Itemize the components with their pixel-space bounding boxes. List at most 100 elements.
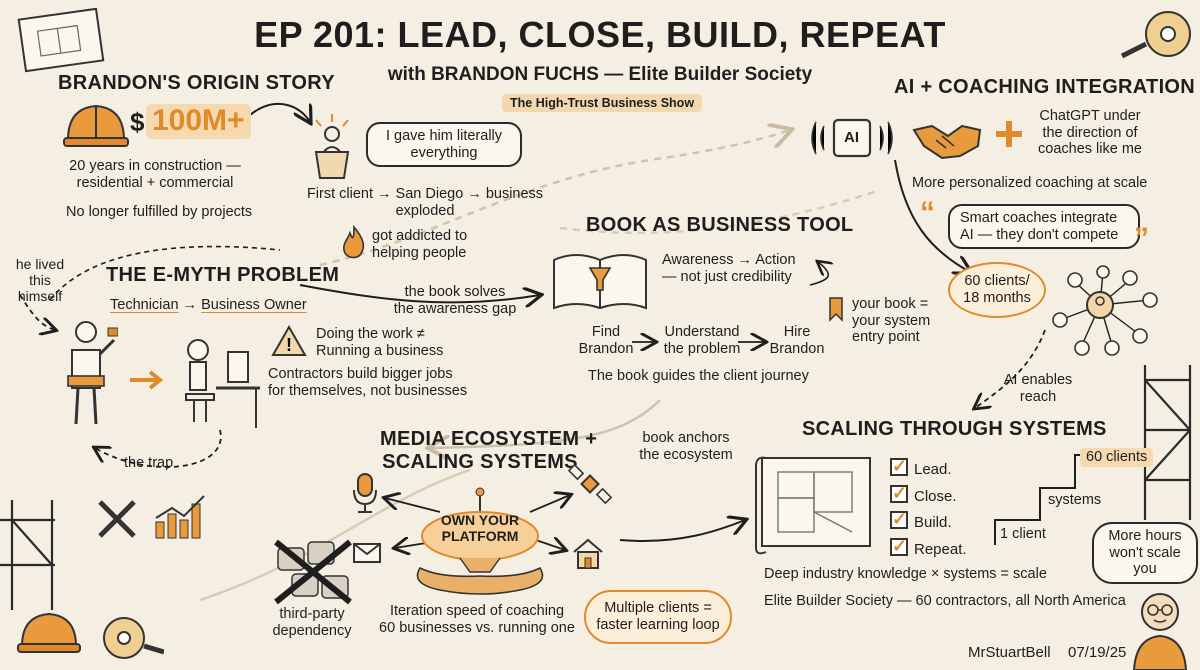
technician-arrow: → [182, 297, 198, 313]
one-client-label: 1 client [1000, 526, 1046, 542]
awareness-line2: — not just credibility [662, 268, 792, 285]
years-line1: 20 years in construction — [69, 158, 241, 174]
transition-arrow-icon [128, 368, 168, 397]
origin-header: BRANDON'S ORIGIN STORY [58, 72, 335, 94]
open-book-funnel-icon [550, 246, 650, 321]
checkbox-icon [890, 534, 908, 558]
anchors-line1: book anchors [642, 430, 730, 446]
close-quote-mark: ” [1134, 222, 1149, 255]
lived-text: he lived this himself [8, 256, 72, 304]
years-line2: residential + commercial [76, 174, 234, 191]
society-text: Elite Builder Society — 60 contractors, … [764, 593, 1126, 609]
enables-line2: reach [1019, 388, 1057, 405]
third-line2: dependency [272, 622, 352, 639]
quote-gave-everything: I gave him literally everything [366, 122, 522, 168]
technician-row: Technician → Business Owner [110, 297, 307, 314]
tape-measure-bottom-icon [94, 612, 165, 667]
platform-island-icon [400, 486, 570, 611]
author-avatar [1128, 582, 1192, 670]
checklist-item-repeat: Repeat. [890, 534, 967, 563]
svg-text:!: ! [286, 335, 292, 355]
crossed-tools-icon [94, 496, 140, 547]
quote-smart-coaches: Smart coaches integrate AI — they don't … [948, 204, 1140, 250]
awareness-line1: Awareness → Action [662, 252, 796, 268]
doing-work-text: Doing the work ≠ Running a business [316, 326, 443, 359]
page-title: EP 201: LEAD, CLOSE, BUILD, REPEAT [254, 14, 946, 55]
ai-header: AI + COACHING INTEGRATION [894, 76, 1196, 98]
clients-line1: 60 clients/ [964, 273, 1030, 290]
lead-close-checklist: Lead. Close. Build. Repeat. [890, 454, 967, 563]
media-header-line1: MEDIA ECOSYSTEM + [380, 428, 598, 450]
clients-oval: 60 clients/18 months [948, 262, 1046, 318]
checklist-item-build: Build. [890, 507, 967, 536]
technician-figure-icon [58, 318, 119, 435]
podium-speaker-icon [304, 112, 360, 187]
years-text: 20 years in construction — residential +… [40, 158, 270, 191]
chatgpt-line1: ChatGPT under [1039, 108, 1141, 124]
technician-label: Technician [110, 297, 179, 313]
iteration-line1: Iteration speed of coaching [389, 603, 565, 619]
flame-icon [340, 224, 368, 264]
entry-point-text: your book = your system entry point [852, 296, 930, 346]
checkbox-icon [890, 454, 908, 479]
step-hire: Hire Brandon [764, 324, 830, 357]
open-quote-mark: “ [920, 196, 935, 229]
lived-line3: himself [17, 288, 63, 305]
entry-line2: your system [852, 312, 931, 329]
anchors-text: book anchors the ecosystem [630, 430, 742, 463]
chatgpt-text: ChatGPT under the direction of coaches l… [1030, 108, 1150, 158]
date-label: 07/19/25 [1068, 644, 1127, 661]
handshake-icon [912, 116, 982, 167]
sixty-clients-label: 60 clients [1080, 448, 1154, 467]
checkbox-icon [890, 481, 908, 505]
hard-hat-icon [62, 100, 130, 155]
systems-label: systems [1048, 492, 1102, 508]
lived-line2: this [29, 272, 51, 289]
step-find-line2: Brandon [578, 340, 634, 357]
network-people-icon [1050, 264, 1160, 369]
addicted-line1: got addicted to [372, 228, 468, 244]
checklist-label-build: Build. [914, 514, 952, 531]
lived-line1: he lived [15, 256, 65, 272]
step-find: Find Brandon [574, 324, 638, 357]
own-line2: PLATFORM [441, 528, 519, 545]
addicted-line2: helping people [372, 244, 467, 261]
solves-line2: the awareness gap [393, 300, 517, 317]
growth-chart-icon [152, 492, 212, 547]
clients-line2: 18 months [963, 290, 1031, 306]
own-platform-label: OWN YOUR PLATFORM [420, 512, 540, 544]
trap-text: the trap [124, 455, 174, 471]
addicted-text: got addicted to helping people [372, 228, 467, 261]
first-client-text: First client → San Diego → business expl… [295, 186, 555, 219]
media-header-line2: SCALING SYSTEMS [382, 451, 578, 473]
warning-icon: ! [270, 324, 308, 363]
third-line1: third-party [279, 606, 345, 622]
hard-hat-bottom-icon [14, 606, 84, 661]
personalized-text: More personalized coaching at scale [912, 175, 1148, 191]
page-subtitle: with BRANDON FUCHS — Elite Builder Socie… [387, 64, 813, 85]
enables-line1: AI enables [1003, 372, 1073, 388]
unfulfilled-text: No longer fulfilled by projects [66, 204, 253, 220]
home-icon [570, 536, 606, 575]
contractors-line1: Contractors build bigger jobs [268, 366, 453, 382]
revenue-amount: 100M+ [146, 104, 251, 139]
iteration-line2: 60 businesses vs. running one [379, 619, 575, 636]
chatgpt-line3: coaches like me [1038, 141, 1142, 158]
learning-loop-oval: Multiple clients = faster learning loop [584, 590, 732, 644]
contractors-text: Contractors build bigger jobs for themse… [268, 366, 467, 399]
plus-icon [993, 118, 1025, 155]
book-solves-text: the book solves the awareness gap [370, 284, 540, 317]
envelope-icon [352, 542, 382, 569]
emyth-header: THE E-MYTH PROBLEM [106, 264, 340, 286]
first-client-line1: First client → San Diego → business [306, 186, 544, 202]
hours-bubble: More hours won't scale you [1092, 522, 1198, 585]
checkbox-icon [890, 507, 908, 532]
doing-line1: Doing the work ≠ [316, 326, 425, 342]
tape-measure-icon [1120, 6, 1195, 71]
office-worker-icon [172, 332, 262, 437]
third-party-text: third-party dependency [262, 606, 362, 639]
step-find-line1: Find [591, 324, 621, 340]
owner-label: Business Owner [201, 297, 307, 313]
checklist-label-close: Close. [914, 487, 957, 505]
